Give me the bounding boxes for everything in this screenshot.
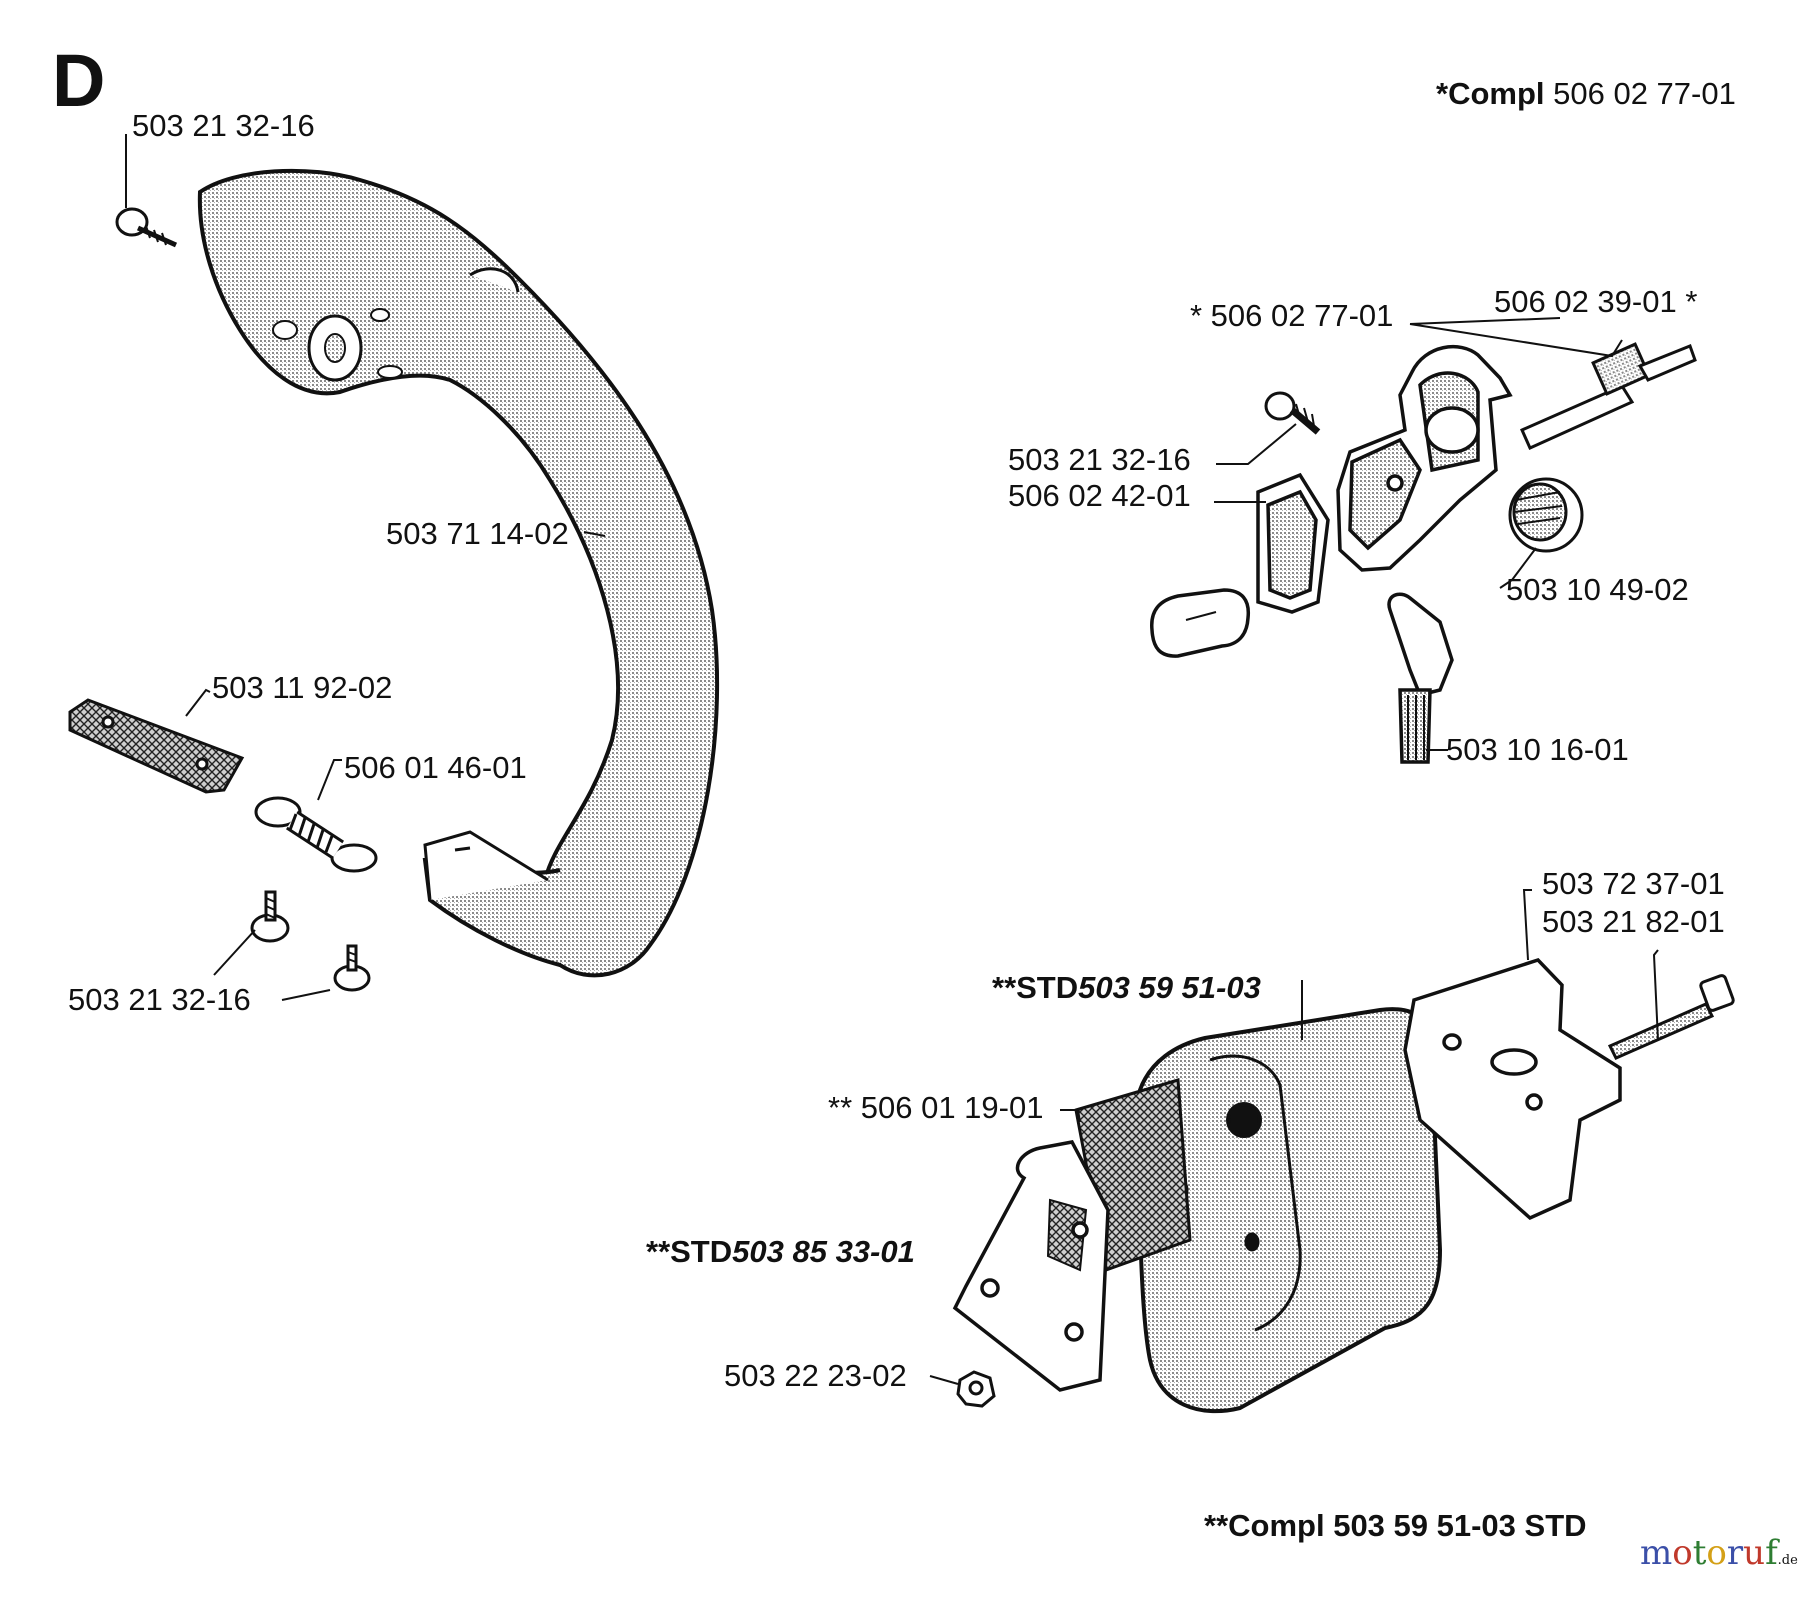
pump-screw: [1264, 391, 1321, 435]
label-muffler-std: **STD503 59 51-03: [992, 972, 1261, 1003]
pump-shaft: [1520, 342, 1697, 450]
worm-gear: [1508, 477, 1584, 553]
label-plate: 503 11 92-02: [212, 670, 393, 705]
watermark-letter: m: [1640, 1533, 1673, 1573]
label-worm-gear: 503 10 49-02: [1506, 572, 1689, 607]
screw-top: [115, 207, 178, 248]
filter-cylinder: [1150, 588, 1251, 658]
label-gasket: 503 72 37-01: [1542, 866, 1725, 901]
watermark-letter: o: [1672, 1533, 1693, 1573]
section-letter: D: [52, 39, 106, 122]
oil-pump-body: [1336, 344, 1513, 572]
muffler-nut: [956, 1370, 996, 1408]
deflector-std-number: 503 85 33-01: [732, 1234, 915, 1269]
watermark-tld: .de: [1777, 1553, 1798, 1568]
av-spring: [254, 796, 378, 873]
footer-compl-suffix: STD: [1524, 1508, 1587, 1543]
label-nut: 503 22 23-02: [724, 1358, 907, 1393]
label-deflector-std: **STD503 85 33-01: [646, 1236, 915, 1267]
footer-compl: **Compl 503 59 51-03 STD: [1204, 1510, 1587, 1541]
header-compl: *Compl 506 02 77-01: [1436, 78, 1736, 109]
label-oil-filter: 503 10 16-01: [1446, 732, 1629, 767]
vibration-plate: [68, 698, 245, 794]
footer-compl-prefix: **Compl: [1204, 1508, 1325, 1543]
label-spring: 506 01 46-01: [344, 750, 527, 785]
watermark-letter: r: [1726, 1533, 1744, 1573]
screw-bottom-1: [250, 890, 290, 943]
deflector: [952, 1140, 1110, 1392]
oil-filter: [1387, 592, 1454, 764]
front-handle: [197, 168, 720, 978]
muffler-std-number: 503 59 51-03: [1078, 970, 1261, 1005]
label-handle: 503 71 14-02: [386, 516, 569, 551]
screw-bottom-2: [333, 944, 371, 992]
label-bolt: 503 21 82-01: [1542, 904, 1725, 939]
watermark-logo: motoruf.de: [1640, 1536, 1798, 1570]
label-spark-screen: ** 506 01 19-01: [828, 1090, 1044, 1125]
label-screw-top: 503 21 32-16: [132, 108, 315, 143]
header-compl-number: 506 02 77-01: [1553, 76, 1736, 111]
pump-cover: [1256, 472, 1330, 614]
leader-lines: [125, 134, 1659, 1385]
watermark-letter: u: [1743, 1533, 1766, 1573]
watermark-letter: t: [1692, 1533, 1707, 1573]
muffler-bolt: [1607, 974, 1735, 1060]
watermark-brand: motoruf: [1640, 1533, 1778, 1573]
watermark-letter: f: [1765, 1533, 1778, 1573]
label-pump-screw: 503 21 32-16: [1008, 442, 1191, 477]
watermark-letter: o: [1706, 1533, 1727, 1573]
gasket: [1403, 957, 1622, 1221]
muffler-std-prefix: **STD: [992, 970, 1079, 1005]
label-pump-cover: 506 02 42-01: [1008, 478, 1191, 513]
deflector-std-prefix: **STD: [646, 1234, 733, 1269]
label-screws-bottom: 503 21 32-16: [68, 982, 251, 1017]
label-oil-pump-set: * 506 02 77-01: [1190, 298, 1394, 333]
header-compl-prefix: *Compl: [1436, 76, 1545, 111]
footer-compl-number: 503 59 51-03: [1333, 1508, 1516, 1543]
label-pump-shaft: 506 02 39-01 *: [1494, 284, 1698, 319]
